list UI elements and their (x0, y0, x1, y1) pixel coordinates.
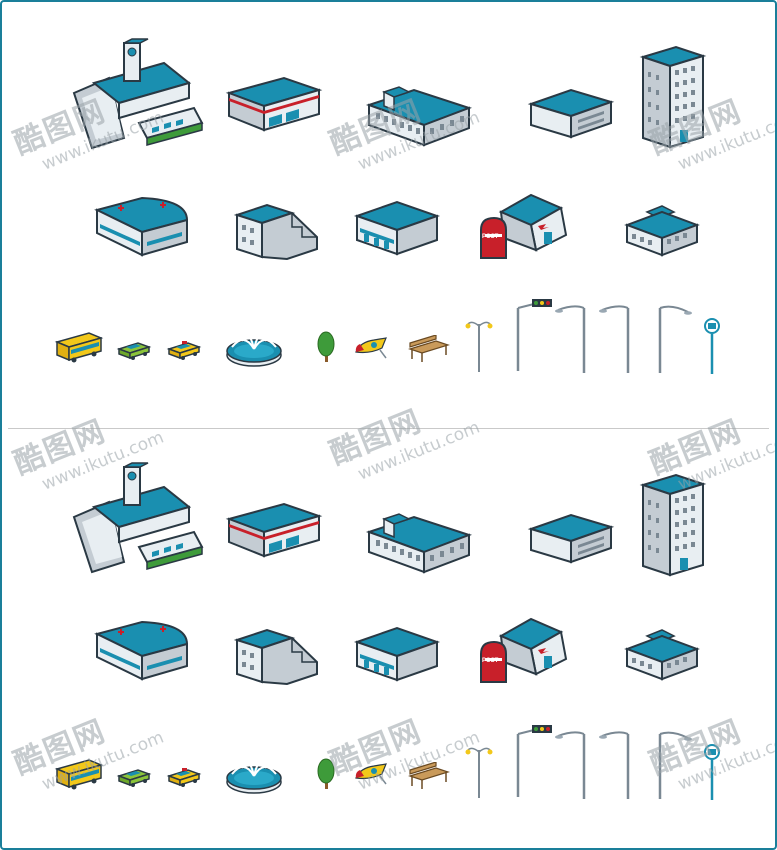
bus-icon (54, 330, 104, 364)
fountain-icon (224, 327, 284, 369)
bench-icon (406, 335, 452, 365)
skyscraper-icon (638, 42, 708, 152)
svg-text:POST: POST (482, 658, 499, 664)
street-lamp-icon (654, 300, 694, 375)
car-icon (116, 337, 152, 361)
post-label: POST (482, 658, 499, 664)
hotel-icon (622, 624, 702, 684)
post-office-icon (476, 190, 576, 265)
apartment-icon (232, 622, 322, 692)
shop-icon (352, 194, 442, 259)
hotel-icon (622, 200, 702, 260)
bench-icon (406, 762, 452, 792)
street-lamp-icon (554, 726, 594, 801)
bus-stop-icon (702, 742, 722, 802)
street-lamp-icon (554, 300, 594, 375)
rocket-icon (352, 334, 392, 360)
tree-icon (316, 757, 336, 791)
street-lamp-icon (654, 726, 694, 801)
traffic-light-icon (514, 724, 554, 799)
street-lamp-icon (598, 726, 638, 801)
traffic-light-icon (514, 298, 554, 373)
shop-icon (352, 620, 442, 685)
office-small-icon (526, 82, 616, 142)
double-street-lamp-icon (464, 740, 494, 800)
supermarket-icon (224, 68, 324, 138)
tree-icon (316, 330, 336, 364)
street-lamp-icon (598, 300, 638, 375)
hospital-icon (92, 614, 192, 684)
school-icon (364, 497, 474, 577)
post-label: POST (482, 234, 499, 240)
skyscraper-icon (638, 470, 708, 580)
rocket-icon (352, 760, 392, 786)
taxi-icon (166, 764, 202, 788)
apartment-icon (232, 197, 322, 267)
fountain-icon (224, 754, 284, 796)
car-icon (116, 764, 152, 788)
hospital-icon (92, 190, 192, 260)
supermarket-icon (224, 494, 324, 564)
school-icon (364, 70, 474, 150)
bus-stop-icon (702, 316, 722, 376)
section-divider (8, 428, 769, 429)
office-small-icon (526, 507, 616, 567)
double-street-lamp-icon (464, 314, 494, 374)
svg-text:POST: POST (482, 234, 499, 240)
taxi-icon (166, 337, 202, 361)
train-station-icon (64, 38, 204, 158)
bus-icon (54, 757, 104, 791)
post-office-icon (476, 614, 576, 689)
train-station-icon (64, 462, 204, 582)
